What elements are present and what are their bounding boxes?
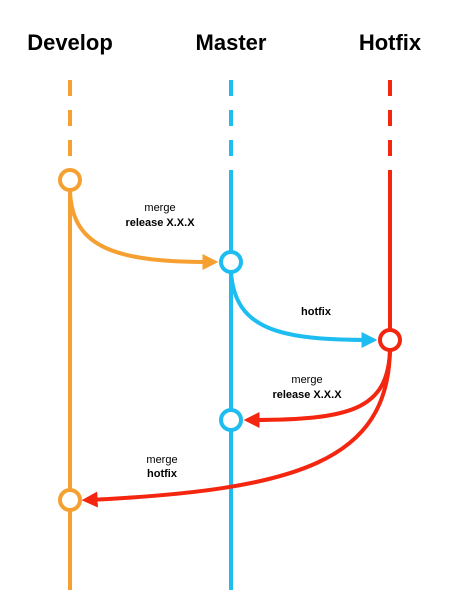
merge-release-label-2-line1: merge <box>291 374 322 386</box>
merge-release-label-2: merge release X.X.X <box>272 374 342 401</box>
merge-hotfix-arrow-hotfix-to-develop <box>81 349 392 508</box>
merge-hotfix-label: merge hotfix <box>146 454 177 480</box>
hotfix-label: hotfix <box>301 306 332 318</box>
merge-hotfix-label-line1: merge <box>146 454 177 466</box>
hotfix-label-text: hotfix <box>301 306 332 318</box>
merge-release-arrow-develop-to-master <box>68 190 219 270</box>
master-commit-node-1 <box>219 250 243 274</box>
merge-release-label-1: merge release X.X.X <box>125 202 195 229</box>
develop-commit-node-1 <box>58 168 82 192</box>
merge-release-label-2-line2: release X.X.X <box>272 389 342 401</box>
master-branch-title: Master <box>196 30 267 55</box>
merge-release-label-1-line1: merge <box>144 202 175 214</box>
hotfix-commit-node <box>378 328 402 352</box>
hotfix-branch-title: Hotfix <box>359 30 422 55</box>
hotfix-arrow-master-to-hotfix <box>229 271 378 348</box>
merge-release-label-1-line2: release X.X.X <box>125 217 195 229</box>
develop-branch-title: Develop <box>27 30 113 55</box>
merge-hotfix-label-line2: hotfix <box>147 468 178 480</box>
develop-commit-node-2 <box>58 488 82 512</box>
master-commit-node-2 <box>219 408 243 432</box>
